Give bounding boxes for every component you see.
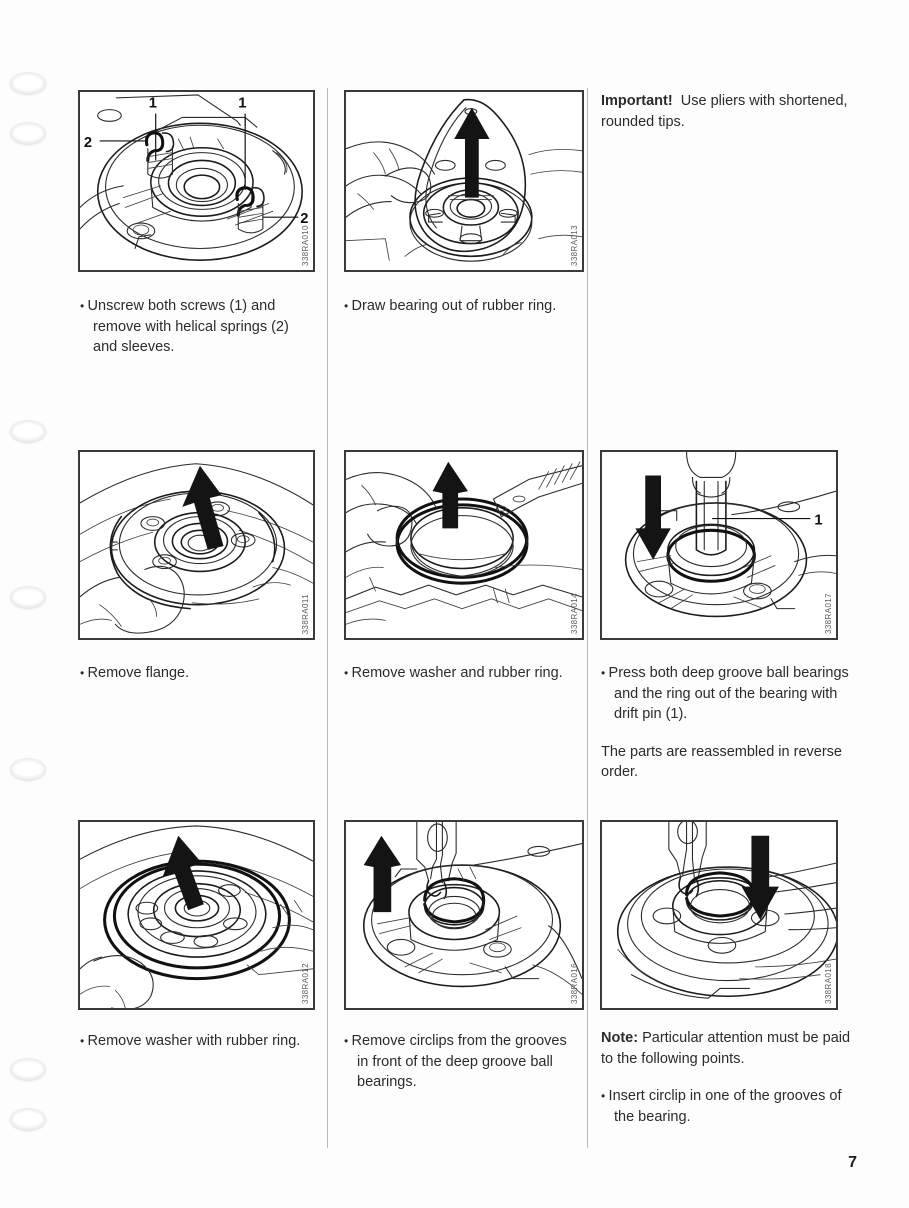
- figure-illustration-8: [616, 822, 836, 999]
- callout-1a: 1: [149, 96, 157, 112]
- figure-illustration-3: [80, 463, 313, 634]
- figure-illustration-7: [362, 822, 582, 995]
- caption-panel-7: Remove circlips from the grooves in fron…: [344, 1031, 579, 1093]
- figure-panel-3: 338RA011: [78, 450, 315, 640]
- figure-illustration-2: [346, 98, 582, 262]
- figure-illustration-4: [346, 461, 582, 625]
- figure-panel-4: 338RA014: [344, 450, 584, 640]
- figure-panel-5: 1 338RA017: [600, 450, 838, 640]
- punch-hole: [10, 586, 46, 608]
- caption-text: Remove flange.: [80, 663, 310, 684]
- figure-code: 338RA011: [301, 593, 310, 634]
- punch-hole: [10, 420, 46, 442]
- caption-panel-2: Draw bearing out of rubber ring.: [344, 296, 579, 317]
- caption-text: Remove circlips from the grooves in fron…: [344, 1031, 579, 1093]
- figure-panel-7: 338RA016: [344, 820, 584, 1010]
- punch-hole: [10, 758, 46, 780]
- caption-text: Remove washer with rubber ring.: [80, 1031, 320, 1052]
- figure-panel-8: 338RA018: [600, 820, 838, 1010]
- caption-text: Press both deep groove ball bearings and…: [601, 663, 851, 725]
- figure-code: 338RA017: [824, 592, 833, 634]
- punch-hole: [10, 72, 46, 94]
- figure-panel-1: 1 1 2 2 338RA010: [78, 90, 315, 272]
- note-important: Important! Use pliers with shortened, ro…: [601, 91, 851, 132]
- caption-panel-3: Remove flange.: [80, 663, 310, 684]
- callout-1b: 1: [238, 96, 246, 112]
- callout-2a: 2: [84, 135, 92, 151]
- figure-code: 338RA010: [301, 224, 310, 266]
- note-important-body: Use pliers with shortened, rounded tips.: [601, 93, 848, 130]
- figure-illustration-6: [80, 825, 313, 1008]
- caption-text: Remove washer and rubber ring.: [344, 663, 579, 684]
- caption-panel-5: Press both deep groove ball bearings and…: [601, 663, 851, 783]
- caption-panel-1: Unscrew both screws (1) and remove with …: [80, 296, 310, 358]
- column-divider-left: [327, 88, 328, 1148]
- figure-code: 338RA018: [824, 962, 833, 1004]
- note-reassembly: The parts are reassembled in reverse ord…: [601, 743, 842, 781]
- figure-code: 338RA016: [570, 962, 579, 1004]
- caption-text: Insert circlip in one of the grooves of …: [601, 1086, 853, 1127]
- figure-code: 338RA014: [570, 592, 579, 634]
- figure-panel-6: 338RA012: [78, 820, 315, 1010]
- punch-hole: [10, 122, 46, 144]
- punch-hole: [10, 1108, 46, 1130]
- caption-panel-4: Remove washer and rubber ring.: [344, 663, 579, 684]
- callout-1: 1: [814, 512, 822, 528]
- figure-illustration-1: 1 1 2 2: [80, 94, 308, 262]
- figure-panel-2: 338RA013: [344, 90, 584, 272]
- note-lead: Note:: [601, 1030, 639, 1046]
- figure-code: 338RA013: [570, 224, 579, 266]
- column-divider-right: [587, 88, 588, 1148]
- figure-code: 338RA012: [301, 962, 310, 1004]
- note-body: Particular attention must be paid to the…: [601, 1030, 851, 1067]
- page-number: 7: [848, 1154, 857, 1171]
- caption-panel-6: Remove washer with rubber ring.: [80, 1031, 320, 1052]
- caption-text: Draw bearing out of rubber ring.: [344, 296, 579, 317]
- caption-note-block: Note: Particular attention must be paid …: [601, 1028, 853, 1127]
- figure-illustration-5: 1: [624, 452, 836, 618]
- punch-hole: [10, 1058, 46, 1080]
- callout-2b: 2: [300, 211, 308, 227]
- caption-text: Unscrew both screws (1) and remove with …: [80, 296, 310, 358]
- note-important-lead: Important!: [601, 93, 673, 109]
